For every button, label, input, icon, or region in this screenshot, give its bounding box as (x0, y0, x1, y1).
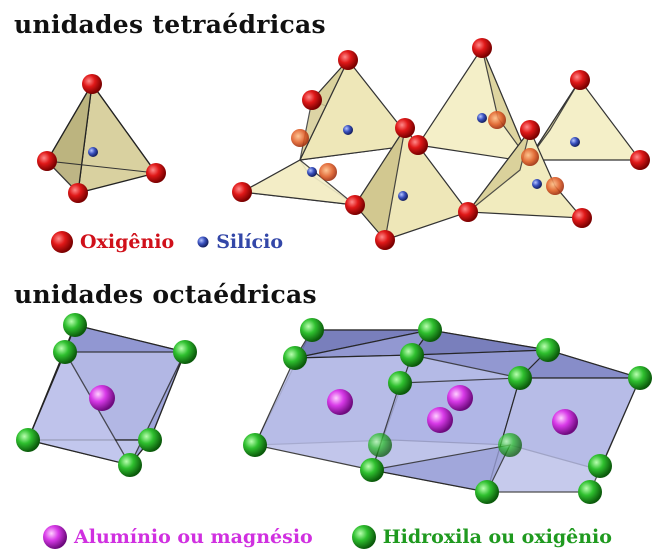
legend-item-hydroxyl: Hidroxila ou oxigênio (351, 524, 612, 550)
green-sphere-icon (351, 525, 376, 549)
legend-label-silicon: Silício (216, 231, 284, 253)
red-sphere-icon (51, 231, 73, 253)
tetrahedral-chain (232, 38, 650, 250)
single-octahedron (16, 313, 197, 477)
octahedral-chain (243, 318, 652, 504)
legend-label-hydroxyl: Hidroxila ou oxigênio (382, 526, 612, 548)
legend-label-oxygen: Oxigênio (80, 231, 175, 253)
magenta-sphere-icon (43, 525, 67, 549)
legend-item-cation: Alumínio ou magnésio (42, 524, 313, 550)
tetrahedral-title: unidades tetraédricas (14, 10, 326, 39)
single-tetrahedron (37, 74, 166, 203)
legend-item-oxygen: Oxigênio (50, 230, 174, 254)
legend-label-cation: Alumínio ou magnésio (74, 526, 313, 548)
blue-dot-icon (197, 236, 209, 248)
legend-item-silicon: Silício (196, 231, 283, 253)
octahedral-title: unidades octaédricas (14, 280, 317, 309)
tetrahedral-legend: Oxigênio Silício (50, 230, 283, 254)
octahedral-legend: Alumínio ou magnésio Hidroxila ou oxigên… (42, 524, 612, 550)
